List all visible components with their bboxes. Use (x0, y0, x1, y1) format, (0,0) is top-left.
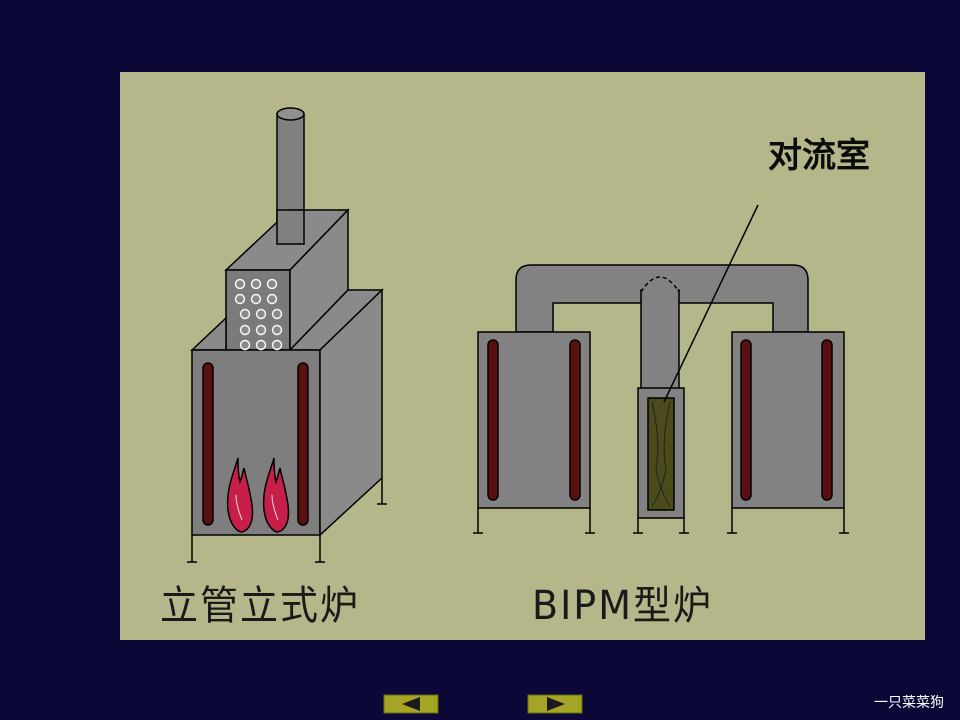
triangle-left-icon (402, 697, 420, 711)
radiant-tube (202, 362, 214, 526)
convection-chamber-label: 对流室 (768, 136, 870, 176)
triangle-right-icon (547, 697, 565, 711)
radiant-tube (569, 339, 581, 501)
convection-tube-holes (234, 278, 283, 351)
right-furnace-caption: BIPM型炉 (532, 582, 713, 629)
flame-icon (226, 457, 290, 533)
body-top-left (190, 316, 227, 351)
chimney-base (276, 209, 305, 245)
riser-top (640, 276, 680, 293)
prev-slide-button[interactable] (384, 695, 440, 715)
vertical-tube-furnace (187, 107, 387, 563)
bipm-furnace (473, 264, 849, 534)
convection-pointer-line (663, 204, 759, 403)
flame-highlights (235, 494, 279, 521)
radiant-tube (487, 339, 499, 501)
radiant-tube (821, 339, 833, 501)
convection-chamber (647, 397, 675, 511)
left-furnace-caption: 立管立式炉 (160, 582, 361, 629)
next-slide-button[interactable] (528, 695, 584, 715)
convection-texture (651, 401, 671, 507)
radiant-tube (740, 339, 752, 501)
watermark: 一只菜菜狗 (874, 695, 944, 711)
chimney-top (276, 107, 305, 121)
central-riser (640, 289, 680, 391)
radiant-tube (297, 362, 309, 526)
